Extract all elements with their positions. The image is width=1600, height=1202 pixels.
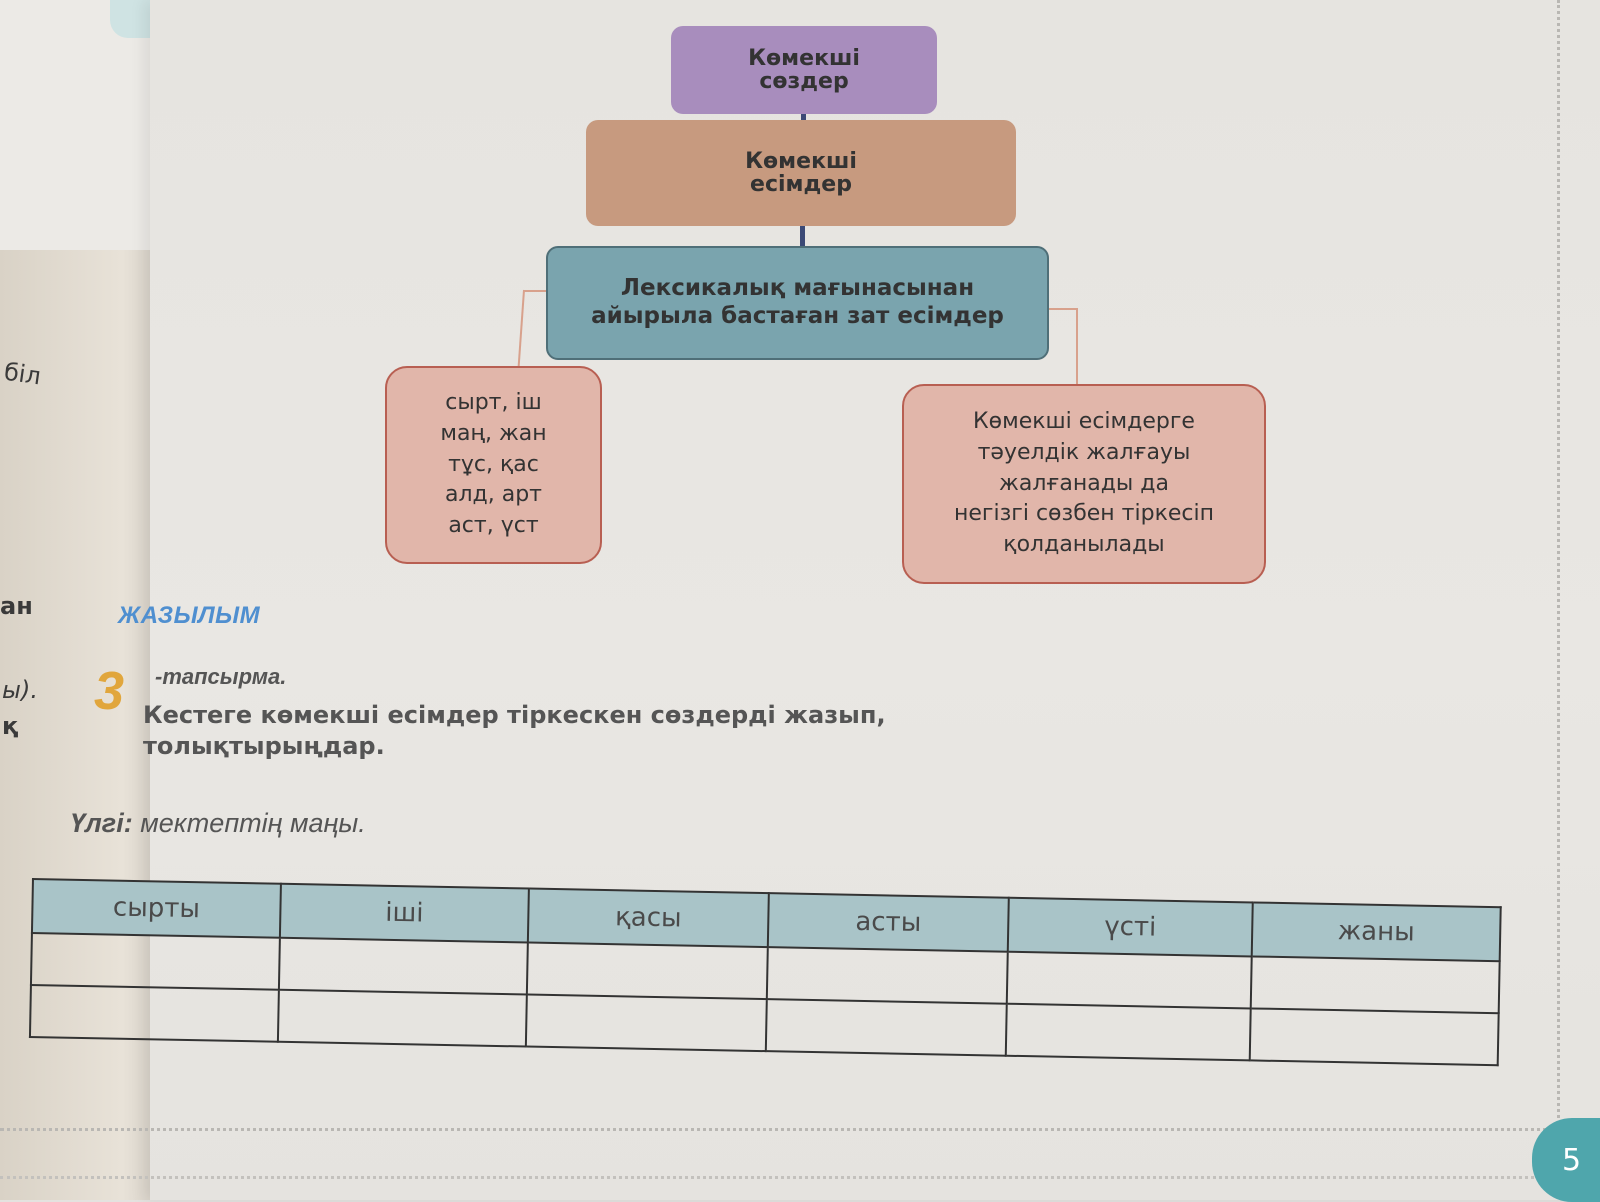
table-header-cell: қасы [527,888,769,948]
left-page-top [0,0,175,250]
table-cell[interactable] [766,947,1008,1004]
example-text: мектептің маңы. [140,808,366,838]
section-title: ЖАЗЫЛЫМ [118,602,261,629]
table-cell[interactable] [30,933,280,990]
page-border-bottom [0,1128,1560,1131]
connector-level2-level3 [800,224,805,250]
diagram-left-leaf-box: сырт, іш маң, жан тұс, қас алд, арт аст,… [385,366,602,564]
task-label: -тапсырма. [155,664,287,689]
diagram-level2-box: Көмекші есімдер [586,120,1016,226]
table-header-cell: асты [767,893,1009,952]
table-cell[interactable] [1006,951,1252,1009]
table-cell[interactable] [526,942,768,1000]
example-label: Үлгі: [70,808,133,838]
table-header-cell: үсті [1007,897,1253,957]
page-border-right [1557,0,1560,1160]
table-header-cell: жаны [1251,902,1501,962]
left-fragment-4: қ [2,712,19,740]
diagram-right-leaf-box: Көмекші есімдерге тәуелдік жалғауы жалға… [902,384,1266,584]
connector-root-level2 [801,112,806,124]
table-cell[interactable] [1005,1003,1251,1061]
task-number: 3 [94,661,125,721]
left-fragment-1: біл [2,357,43,391]
table-cell[interactable] [277,989,527,1047]
task-instruction: Кестеге көмекші есімдер тіркескен сөздер… [143,701,886,761]
diagram-level3-box: Лексикалық мағынасынан айырыла бастаған … [546,246,1049,360]
left-fragment-2: ан [0,592,33,620]
table-cell[interactable] [278,937,528,995]
left-fragment-3: ы). [2,676,38,704]
diagram-root-box: Көмекші сөздер [671,26,937,114]
connector-left-horizontal [523,290,548,292]
page-border-bottom-lower [0,1176,1540,1179]
page-number-badge: 5 [1532,1118,1600,1202]
table-cell[interactable] [1250,956,1500,1014]
table-cell[interactable] [1249,1008,1499,1066]
table-cell[interactable] [765,999,1007,1056]
example-line: Үлгі: мектептің маңы. [70,808,366,839]
table-header-cell: сырты [31,879,281,938]
connector-right-horizontal [1047,308,1077,310]
connector-right-vertical [1076,308,1078,388]
table-cell[interactable] [525,994,767,1052]
table-header-cell: іші [279,883,529,943]
table-cell[interactable] [29,984,279,1042]
exercise-table: сырты іші қасы асты үсті жаны [29,878,1502,1066]
